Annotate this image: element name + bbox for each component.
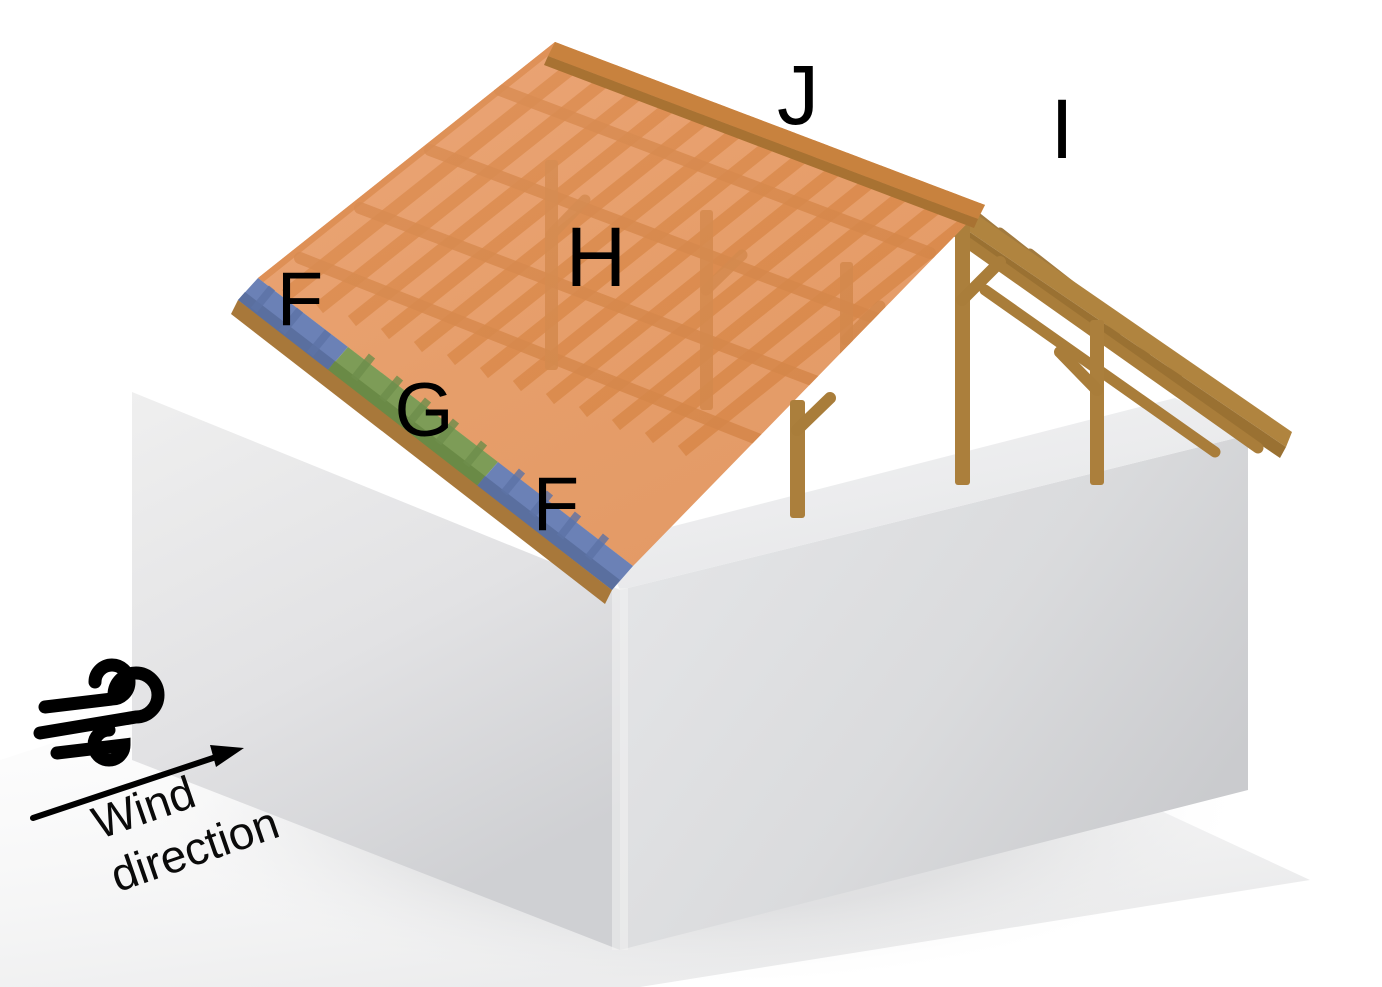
- windward-posts: [790, 335, 970, 518]
- zone-label-J: J: [777, 48, 819, 142]
- zone-label-H: H: [566, 210, 627, 304]
- ridge-beam: [544, 42, 985, 228]
- wall-top-surface: [600, 398, 1248, 590]
- building-walls: [132, 392, 1248, 950]
- zone-label-F-right: F: [533, 462, 579, 547]
- wind-gust-icon: [33, 658, 165, 767]
- wall-face-right: [620, 435, 1248, 950]
- zone-label-I: I: [1050, 82, 1073, 176]
- zone-F-right: [477, 462, 633, 590]
- eave-zone-band: [231, 278, 633, 604]
- zone-H-surface: [258, 42, 985, 566]
- zone-G: [327, 347, 498, 486]
- leeward-roof-frame: [949, 205, 1292, 485]
- zone-label-G: G: [394, 368, 453, 453]
- leeward-braces: [956, 256, 1103, 396]
- wind-direction-arrow: [30, 745, 244, 821]
- eave-fascia: [231, 300, 612, 604]
- zone-label-F-left: F: [277, 257, 323, 342]
- leeward-roof-plane: [955, 205, 1292, 447]
- zone-F-left: [238, 278, 348, 371]
- wall-face-left: [132, 392, 620, 950]
- zone-labels: F G F H J I: [277, 48, 1074, 547]
